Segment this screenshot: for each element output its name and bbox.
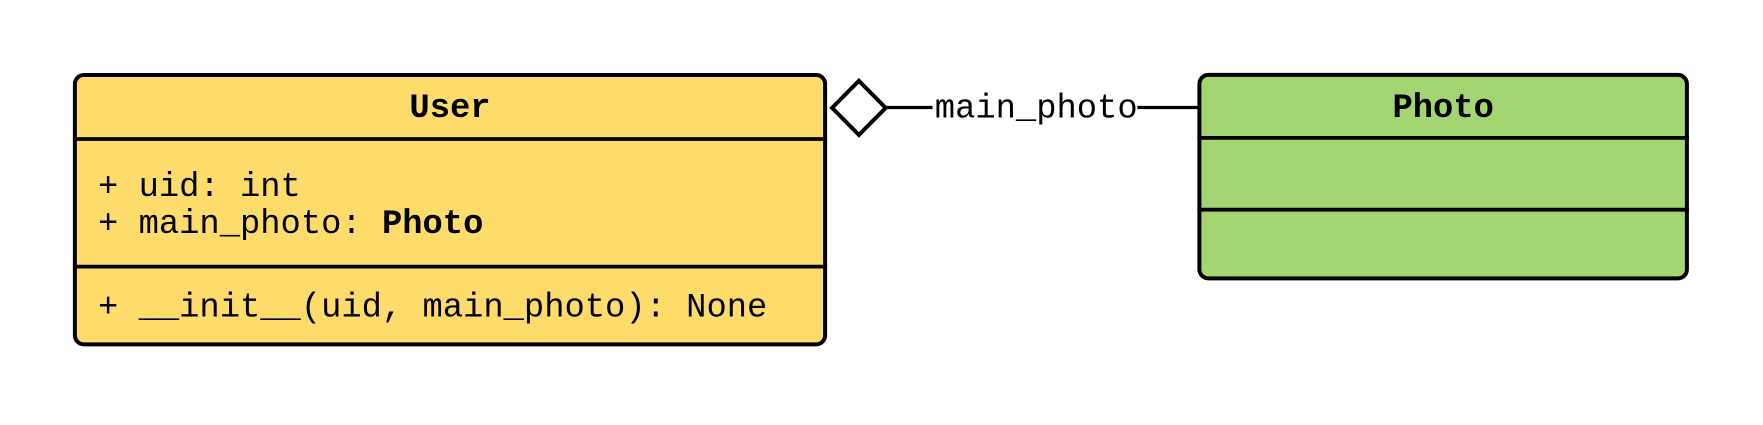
svg-text:+ main_photo: Photo: + main_photo: Photo [98,206,483,244]
svg-text:+ __init__(uid, main_photo): N: + __init__(uid, main_photo): None [98,290,767,328]
svg-text:User: User [409,90,490,128]
svg-text:main_photo: main_photo [935,91,1138,129]
svg-text:+ uid: int: + uid: int [98,169,301,207]
svg-text:Photo: Photo [1392,90,1493,128]
